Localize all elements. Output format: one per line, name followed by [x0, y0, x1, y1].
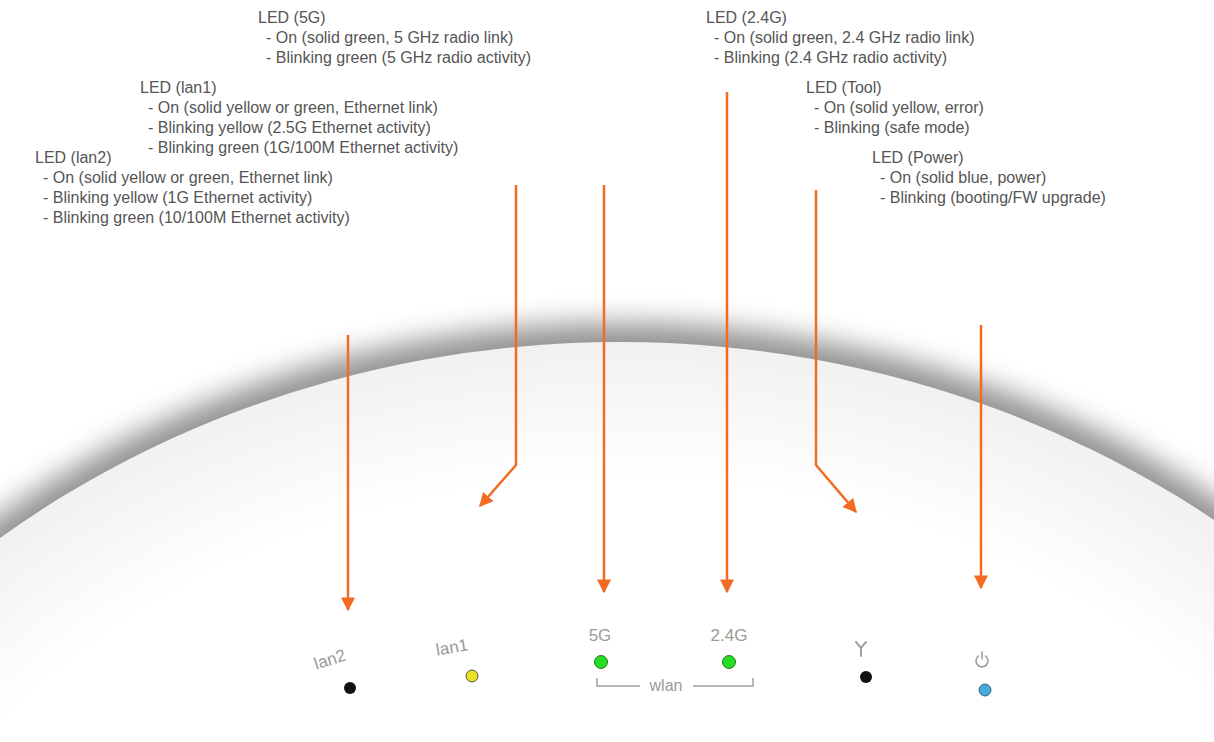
tool-icon [856, 642, 866, 656]
port-label: 2.4G [711, 626, 748, 646]
device-dome [0, 342, 1214, 742]
callout-line: - On (solid yellow, error) [806, 98, 984, 118]
callout-line: - Blinking (booting/FW upgrade) [872, 188, 1106, 208]
port-label: 5G [589, 626, 612, 646]
callout-heading: LED (lan2) [35, 148, 111, 168]
leader-arrow [480, 185, 516, 506]
callout-heading: LED (Tool) [806, 78, 882, 98]
led-tool [860, 671, 872, 683]
group-label: wlan [647, 677, 686, 695]
callout-line: - Blinking (safe mode) [806, 118, 970, 138]
led-24g [723, 656, 736, 669]
leader-arrow [726, 92, 729, 592]
callout-line: - Blinking green (1G/100M Ethernet activ… [140, 138, 458, 158]
port-label: lan1 [434, 635, 469, 660]
callout-line: - On (solid green, 5 GHz radio link) [258, 28, 513, 48]
led-lan2 [344, 682, 356, 694]
led-5g [595, 656, 608, 669]
callout-line: - Blinking yellow (1G Ethernet activity) [35, 188, 312, 208]
callout-heading: LED (5G) [258, 8, 326, 28]
callout-line: - On (solid blue, power) [872, 168, 1046, 188]
dome-shadow [0, 323, 1214, 742]
callout-line: - Blinking yellow (2.5G Ethernet activit… [140, 118, 431, 138]
callout-heading: LED (Power) [872, 148, 964, 168]
port-label: lan2 [312, 646, 349, 675]
callout-line: - Blinking green (5 GHz radio activity) [258, 48, 531, 68]
led-power [979, 684, 991, 696]
callout-line: - Blinking green (10/100M Ethernet activ… [35, 208, 350, 228]
power-icon [976, 652, 988, 667]
callout-heading: LED (lan1) [140, 78, 216, 98]
callout-line: - Blinking (2.4 GHz radio activity) [706, 48, 947, 68]
callout-line: - On (solid yellow or green, Ethernet li… [35, 168, 333, 188]
leader-arrow [816, 190, 856, 512]
leader-arrow [603, 185, 606, 592]
callout-line: - On (solid yellow or green, Ethernet li… [140, 98, 438, 118]
callout-line: - On (solid green, 2.4 GHz radio link) [706, 28, 975, 48]
leader-arrow [347, 335, 350, 610]
led-lan1 [466, 670, 478, 682]
leader-arrow [980, 325, 983, 588]
callout-heading: LED (2.4G) [706, 8, 787, 28]
